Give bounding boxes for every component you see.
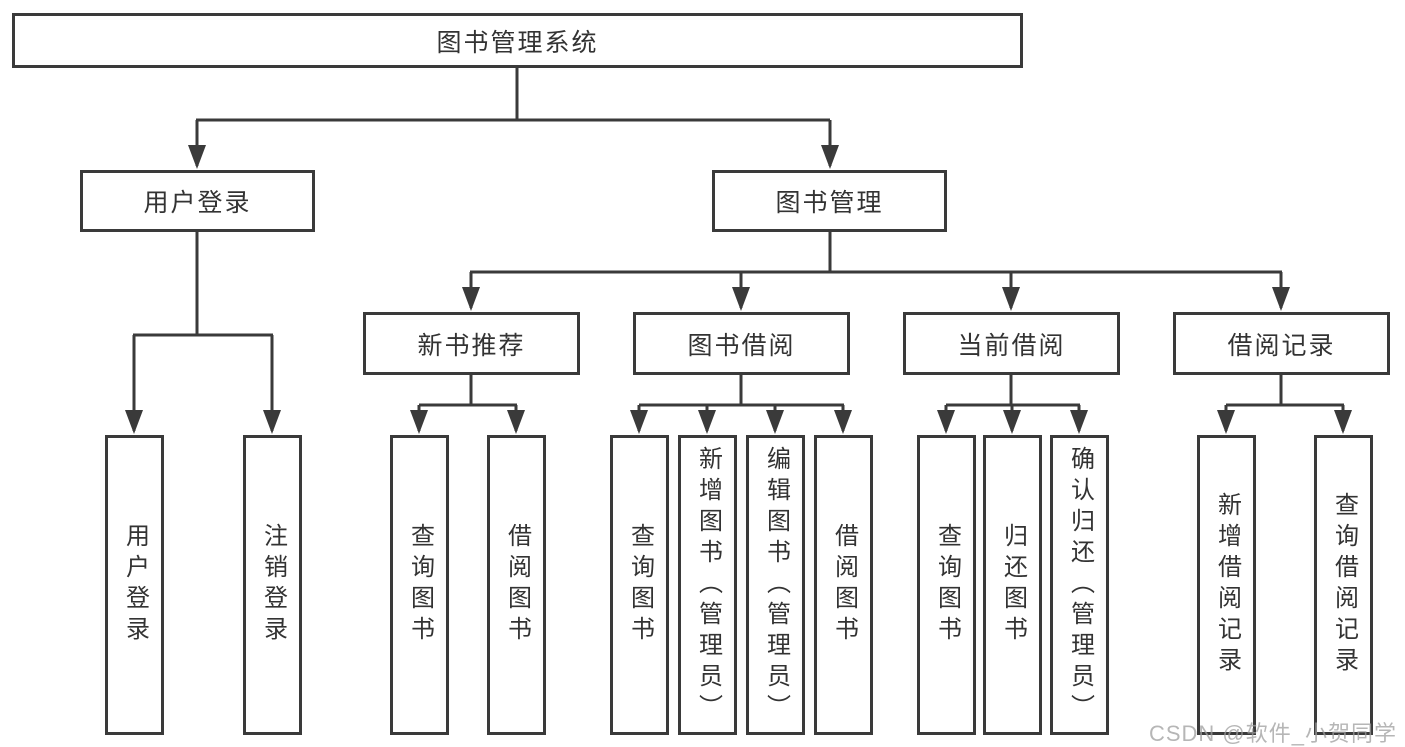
leaf-label: 查询图书 [626,523,654,647]
node-borrow-records: 借阅记录 [1173,312,1390,375]
leaf-edit-book-admin: 编辑图书（管理员） [746,435,805,735]
connector-new-book-group [410,375,525,434]
node-label: 用户登录 [143,189,252,217]
leaf-borrow-book-recommend: 借阅图书 [487,435,546,735]
node-book-management-system: 图书管理系统 [12,13,1023,68]
leaf-add-book-admin: 新增图书（管理员） [678,435,737,735]
leaf-label: 查询借阅记录 [1330,492,1358,678]
leaf-label: 编辑图书（管理员） [762,445,790,725]
node-label: 借阅记录 [1227,331,1336,360]
leaf-query-book-recommend: 查询图书 [390,435,449,735]
node-label: 图书管理 [775,189,884,217]
leaf-return-book: 归还图书 [983,435,1042,735]
leaf-label: 归还图书 [999,523,1027,647]
node-new-book-recommend: 新书推荐 [363,312,580,375]
leaf-label: 借阅图书 [503,523,531,647]
connector-book-management-group [462,232,1290,311]
leaf-label: 新增图书（管理员） [694,445,722,725]
leaf-add-borrow-record: 新增借阅记录 [1197,435,1256,735]
leaf-borrow-book: 借阅图书 [814,435,873,735]
connector-book-borrow-group [630,375,852,434]
leaf-confirm-return-admin: 确认归还（管理员） [1050,435,1109,735]
node-book-borrow: 图书借阅 [633,312,850,375]
leaf-label: 注销登录 [259,523,287,647]
node-label: 图书借阅 [687,331,796,360]
node-label: 新书推荐 [417,331,526,360]
leaf-user-login: 用户登录 [105,435,164,735]
node-label: 图书管理系统 [436,28,599,57]
connector-root-to-level2 [188,68,839,169]
leaf-label: 借阅图书 [830,523,858,647]
connector-borrow-records-group [1217,375,1352,434]
connector-user-login-group [125,232,281,434]
node-user-login: 用户登录 [80,170,315,232]
leaf-label: 查询图书 [406,523,434,647]
leaf-label: 查询图书 [933,523,961,647]
node-current-borrow: 当前借阅 [903,312,1120,375]
leaf-label: 确认归还（管理员） [1066,445,1094,725]
leaf-query-book-borrow: 查询图书 [610,435,669,735]
node-label: 当前借阅 [957,331,1066,360]
leaf-label: 新增借阅记录 [1213,492,1241,678]
leaf-query-borrow-record: 查询借阅记录 [1314,435,1373,735]
leaf-logout: 注销登录 [243,435,302,735]
node-book-management: 图书管理 [712,170,947,232]
connector-current-borrow-group [937,375,1088,434]
leaf-label: 用户登录 [121,523,149,647]
leaf-query-book-current: 查询图书 [917,435,976,735]
